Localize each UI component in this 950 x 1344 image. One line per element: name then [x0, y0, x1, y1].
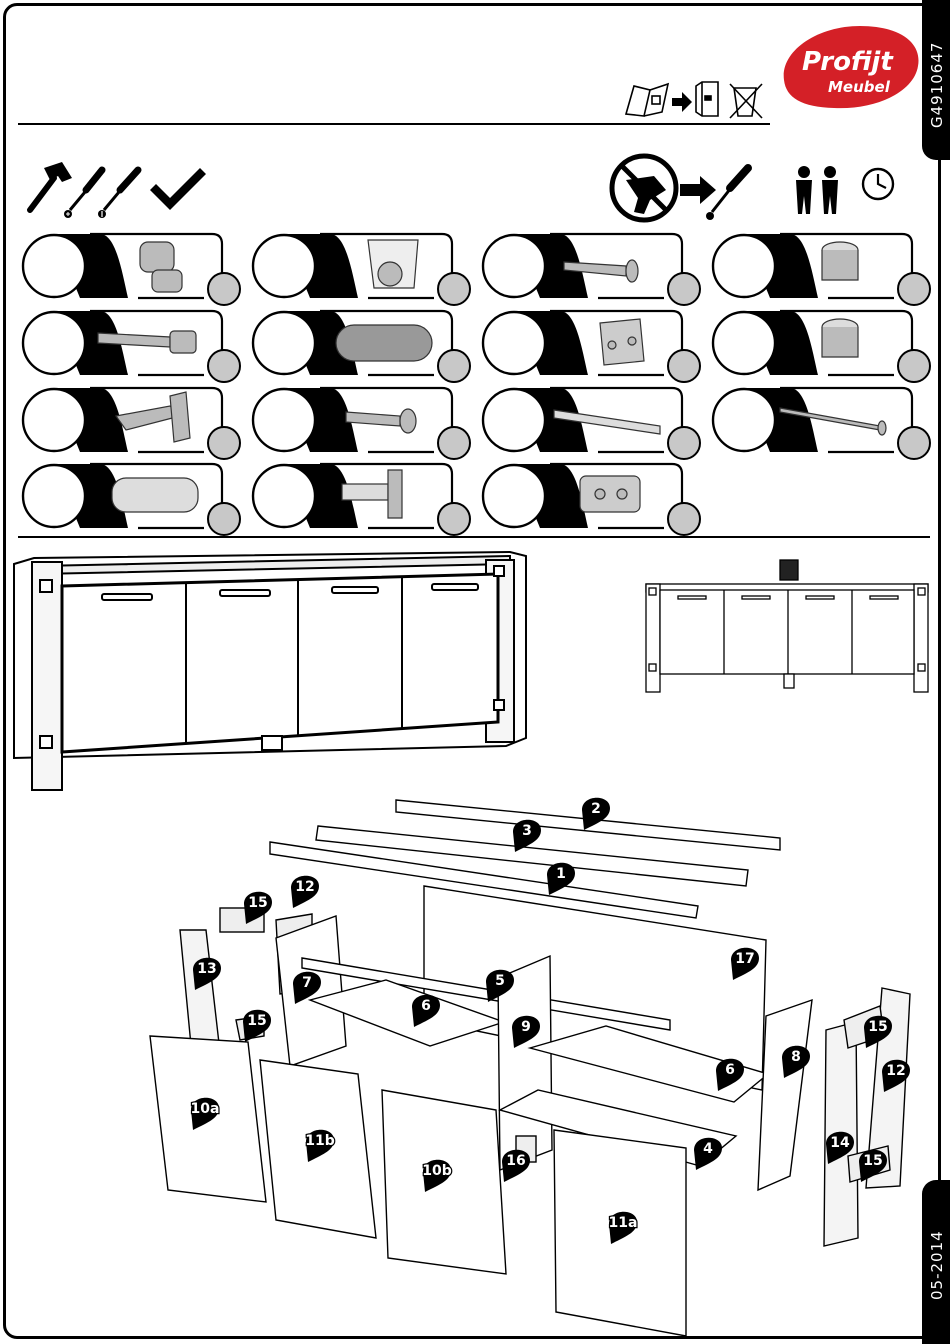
part-number: 9 — [521, 1019, 531, 1035]
part-number: 10b — [422, 1163, 452, 1179]
part-callout: 15 — [244, 892, 272, 924]
part-callout: 15 — [243, 1010, 271, 1042]
part-callout: 5 — [486, 970, 514, 1002]
part-callout: 14 — [826, 1132, 854, 1164]
part-number: 6 — [725, 1062, 735, 1078]
part-callout: 11b — [305, 1130, 335, 1162]
part-number: 5 — [495, 973, 505, 989]
part-callout: 15 — [859, 1150, 887, 1182]
part-callout: 4 — [694, 1138, 722, 1170]
part-number: 11a — [609, 1215, 638, 1231]
part-number: 7 — [302, 975, 312, 991]
part-callout: 7 — [293, 972, 321, 1004]
part-callout: 1 — [547, 863, 575, 895]
part-number: 15 — [868, 1019, 887, 1035]
part-callout: 6 — [716, 1059, 744, 1091]
part-callout: 11a — [609, 1212, 638, 1244]
part-number: 10a — [191, 1101, 220, 1117]
part-number: 8 — [791, 1049, 801, 1065]
part-callout: 10a — [191, 1098, 220, 1130]
part-number: 12 — [295, 879, 314, 895]
part-number: 2 — [591, 801, 601, 817]
part-number: 17 — [735, 951, 754, 967]
part-callout: 3 — [513, 820, 541, 852]
part-callout: 12 — [882, 1060, 910, 1092]
part-number: 3 — [522, 823, 532, 839]
part-callout: 8 — [782, 1046, 810, 1078]
part-number: 15 — [248, 895, 267, 911]
part-callout: 16 — [502, 1150, 530, 1182]
part-callout: 15 — [864, 1016, 892, 1048]
part-number: 6 — [421, 998, 431, 1014]
part-number: 11b — [305, 1133, 335, 1149]
part-number: 12 — [886, 1063, 905, 1079]
part-callout: 6 — [412, 995, 440, 1027]
part-number: 16 — [506, 1153, 525, 1169]
part-number: 15 — [863, 1153, 882, 1169]
part-callout: 13 — [193, 958, 221, 990]
part-callout: 12 — [291, 876, 319, 908]
part-callout: 17 — [731, 948, 759, 980]
part-callout: 2 — [582, 798, 610, 830]
part-callout: 10b — [422, 1160, 452, 1192]
part-number: 14 — [830, 1135, 850, 1151]
part-number: 15 — [247, 1013, 266, 1029]
part-callout: 9 — [512, 1016, 540, 1048]
part-number: 13 — [197, 961, 216, 977]
part-number: 4 — [703, 1141, 713, 1157]
part-number: 1 — [556, 866, 566, 882]
